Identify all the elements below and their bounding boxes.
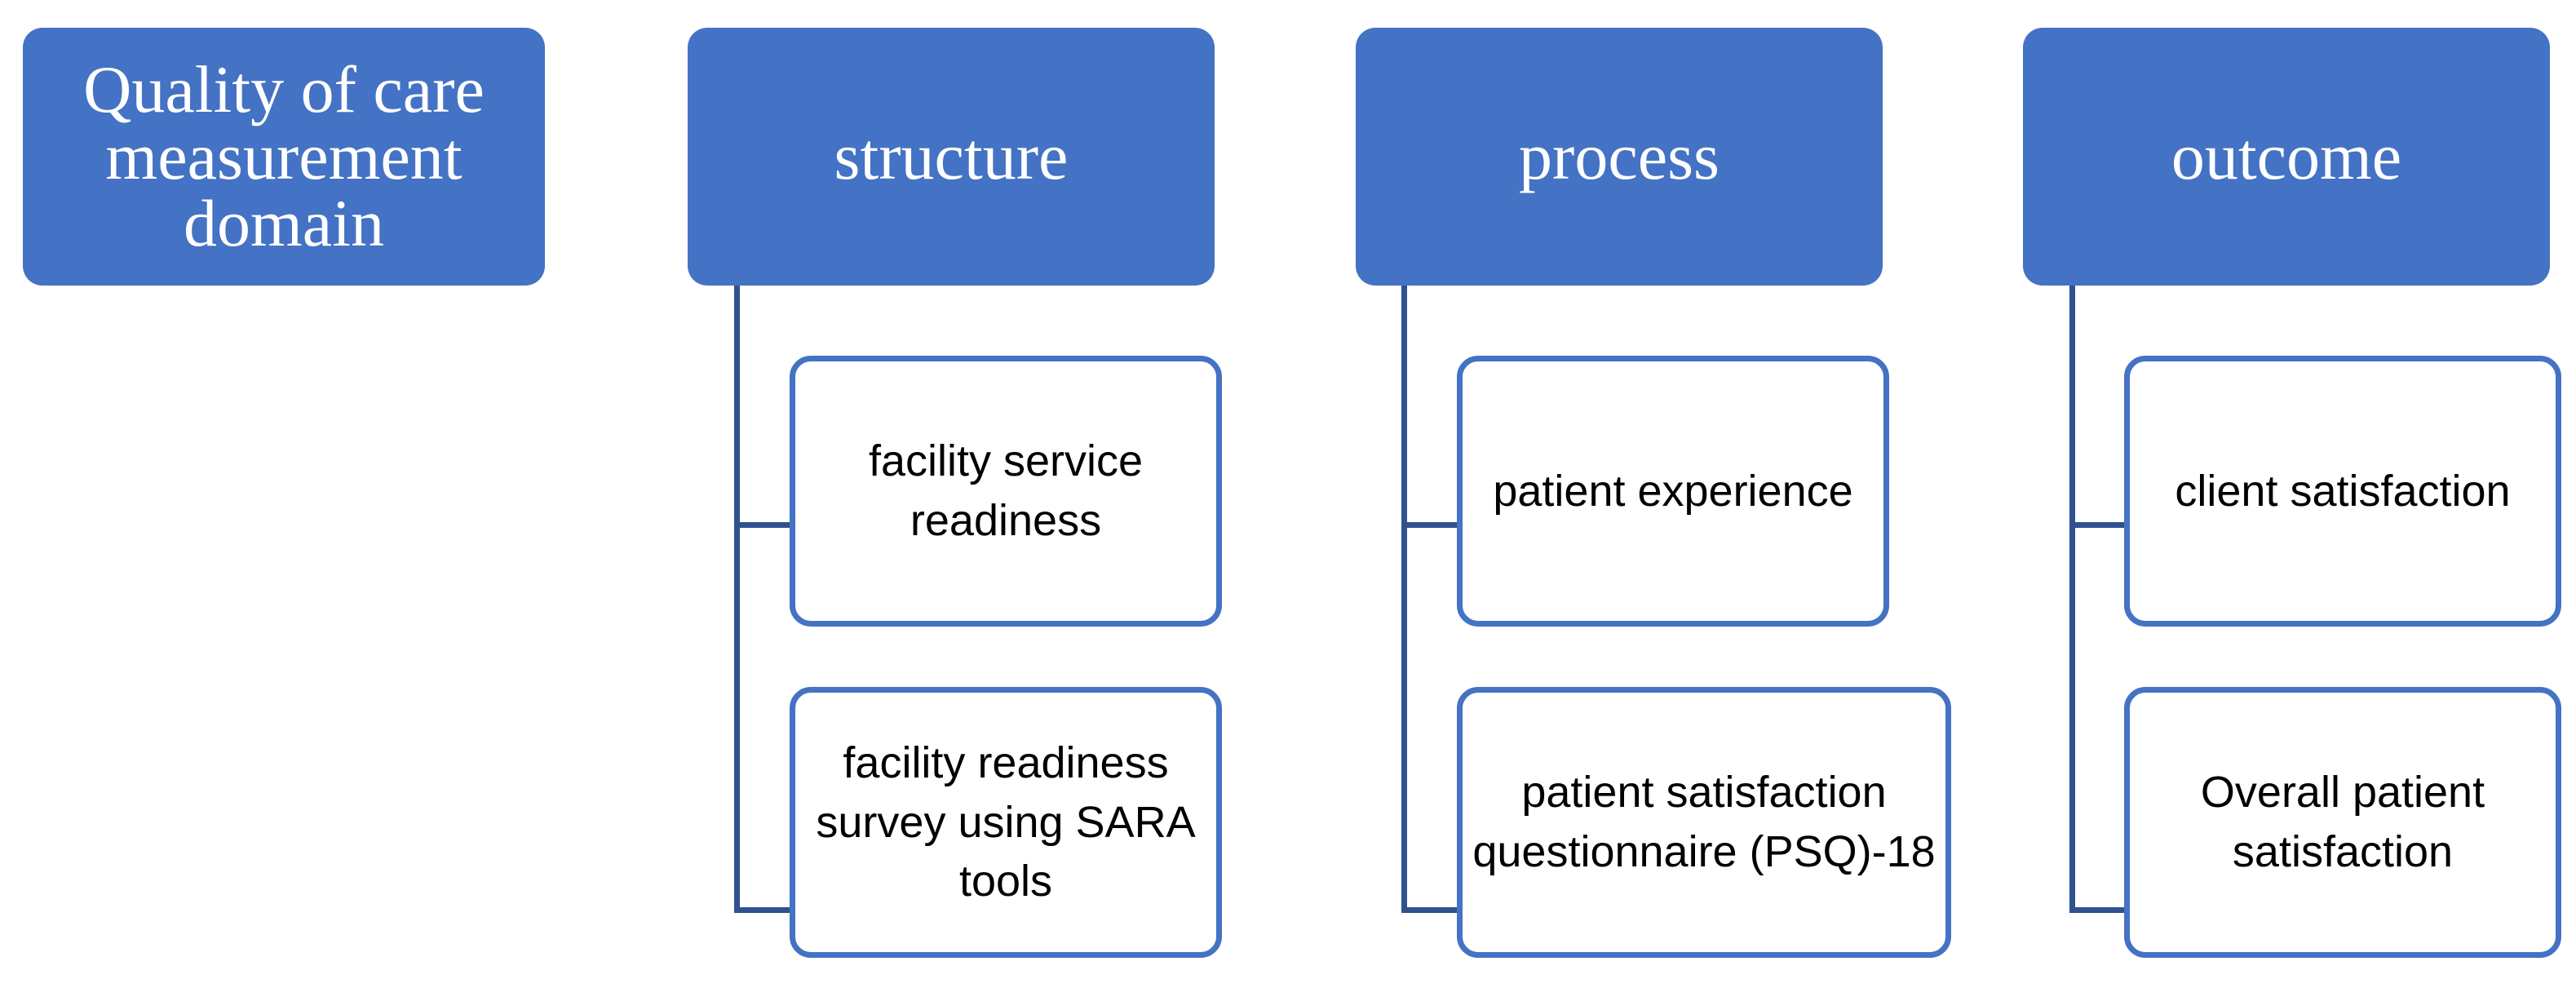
process-item-1-label: patient experience — [1493, 466, 1853, 516]
outcome-header-label: outcome — [2171, 119, 2402, 193]
process-item-2-label: patient satisfaction questionnaire (PSQ)… — [1472, 768, 1936, 876]
outcome-connector-branch-1 — [2069, 522, 2127, 528]
structure-header-box: structure — [688, 28, 1215, 286]
process-connector-branch-2 — [1401, 907, 1458, 913]
outcome-item-overall-patient-satisfaction: Overall patient satisfaction — [2124, 687, 2561, 958]
structure-connector-branch-1 — [734, 522, 791, 528]
structure-connector-branch-2 — [734, 907, 791, 913]
structure-item-1-label: facility service readiness — [868, 436, 1144, 545]
outcome-item-2-label: Overall patient satisfaction — [2200, 768, 2485, 876]
process-item-psq-18: patient satisfaction questionnaire (PSQ)… — [1457, 687, 1951, 958]
process-connector-branch-1 — [1401, 522, 1458, 528]
process-header-label: process — [1519, 119, 1720, 193]
outcome-connector-vertical — [2069, 286, 2075, 913]
process-item-patient-experience: patient experience — [1457, 356, 1889, 627]
outcome-item-client-satisfaction: client satisfaction — [2124, 356, 2561, 627]
outcome-header-box: outcome — [2023, 28, 2550, 286]
structure-connector-vertical — [734, 286, 740, 913]
structure-item-facility-readiness-survey: facility readiness survey using SARA too… — [790, 687, 1222, 958]
structure-header-label: structure — [834, 119, 1069, 193]
outcome-item-1-label: client satisfaction — [2175, 466, 2511, 516]
domain-header-label: Quality of care measurement domain — [83, 52, 485, 260]
process-connector-vertical — [1401, 286, 1407, 913]
structure-item-facility-service-readiness: facility service readiness — [790, 356, 1222, 627]
domain-header-box: Quality of care measurement domain — [23, 28, 545, 286]
outcome-connector-branch-2 — [2069, 907, 2127, 913]
process-header-box: process — [1356, 28, 1883, 286]
structure-item-2-label: facility readiness survey using SARA too… — [816, 738, 1196, 906]
